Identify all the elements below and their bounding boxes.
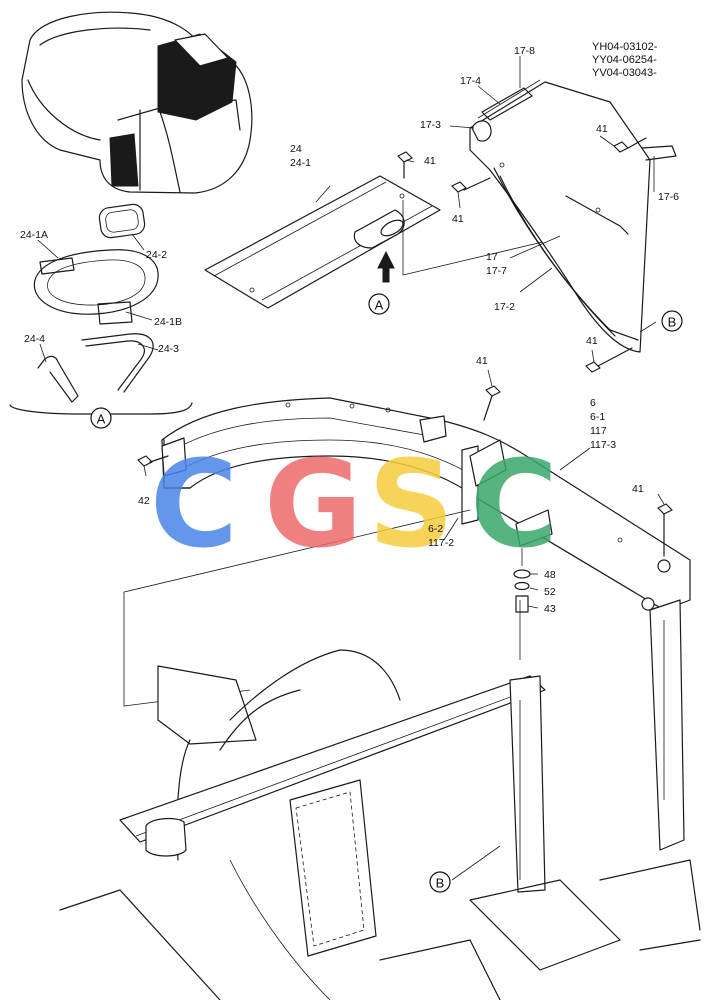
serial-code-1: YH04-03102- — [592, 41, 658, 53]
label-43: 43 — [544, 603, 556, 615]
watermark-letter-2: G — [264, 436, 363, 575]
label-117: 117 — [590, 425, 607, 437]
callout-a-top: A — [375, 298, 384, 313]
side-plate-17 — [469, 79, 677, 353]
callout-b-top-circle — [661, 310, 683, 332]
label-41-rail: 41 — [476, 355, 488, 367]
label-24-1A: 24-1A — [20, 229, 48, 241]
label-117-3: 117-3 — [590, 439, 616, 451]
label-17-4: 17-4 — [460, 75, 481, 87]
label-17: 17 — [486, 251, 498, 263]
lower-machine-structure — [59, 509, 701, 1000]
watermark-letter-3: S — [368, 436, 454, 575]
label-42: 42 — [138, 495, 150, 507]
label-41-cover: 41 — [424, 155, 436, 167]
label-24: 24 — [290, 143, 302, 155]
watermark-letter-4: C — [470, 436, 558, 575]
label-24-1B: 24-1B — [154, 316, 182, 328]
callout-a-top-circle — [368, 293, 390, 315]
callout-b-top: B — [668, 315, 677, 330]
label-117-2: 117-2 — [428, 537, 454, 549]
callouts: A A B B — [90, 293, 683, 893]
main-frame-rail — [137, 385, 691, 613]
callout-a-bottom: A — [97, 412, 106, 427]
serial-codes: YH04-03102- YY04-06254- YV04-03043- — [592, 41, 658, 79]
label-41-plate-bottom: 41 — [586, 335, 598, 347]
label-6: 6 — [590, 397, 596, 409]
callout-b-bottom-circle — [429, 871, 451, 893]
label-17-6: 17-6 — [658, 191, 679, 203]
serial-code-3: YV04-03043- — [592, 67, 657, 79]
label-17-7: 17-7 — [486, 265, 507, 277]
label-24-4: 24-4 — [24, 333, 45, 345]
label-24-2: 24-2 — [146, 249, 167, 261]
label-48: 48 — [544, 569, 556, 581]
label-17-2: 17-2 — [494, 301, 515, 313]
detail-a-seal-group — [9, 203, 193, 415]
label-41-corner: 41 — [632, 483, 644, 495]
callout-b-bottom: B — [436, 876, 445, 891]
watermark: C G S C — [150, 436, 558, 575]
label-6-2: 6-2 — [428, 523, 443, 535]
label-24-1: 24-1 — [290, 157, 311, 169]
callout-a-bottom-circle — [90, 407, 112, 429]
label-41-cover-2: 41 — [452, 213, 464, 225]
leader-lines — [37, 56, 665, 881]
serial-code-2: YY04-06254- — [592, 54, 657, 66]
label-41-plate: 41 — [596, 123, 608, 135]
label-17-3: 17-3 — [420, 119, 441, 131]
cover-plate-24 — [204, 175, 586, 309]
label-6-1: 6-1 — [590, 411, 605, 423]
label-52: 52 — [544, 586, 556, 598]
label-24-3: 24-3 — [158, 343, 179, 355]
part-labels: 17-8 17-4 17-3 41 17-6 24 24-1 41 41 17 … — [20, 45, 679, 615]
machine-cab-illustration — [21, 11, 253, 194]
bolts-group-top — [397, 137, 647, 373]
label-17-8: 17-8 — [514, 45, 535, 57]
watermark-letter-1: C — [150, 436, 238, 575]
